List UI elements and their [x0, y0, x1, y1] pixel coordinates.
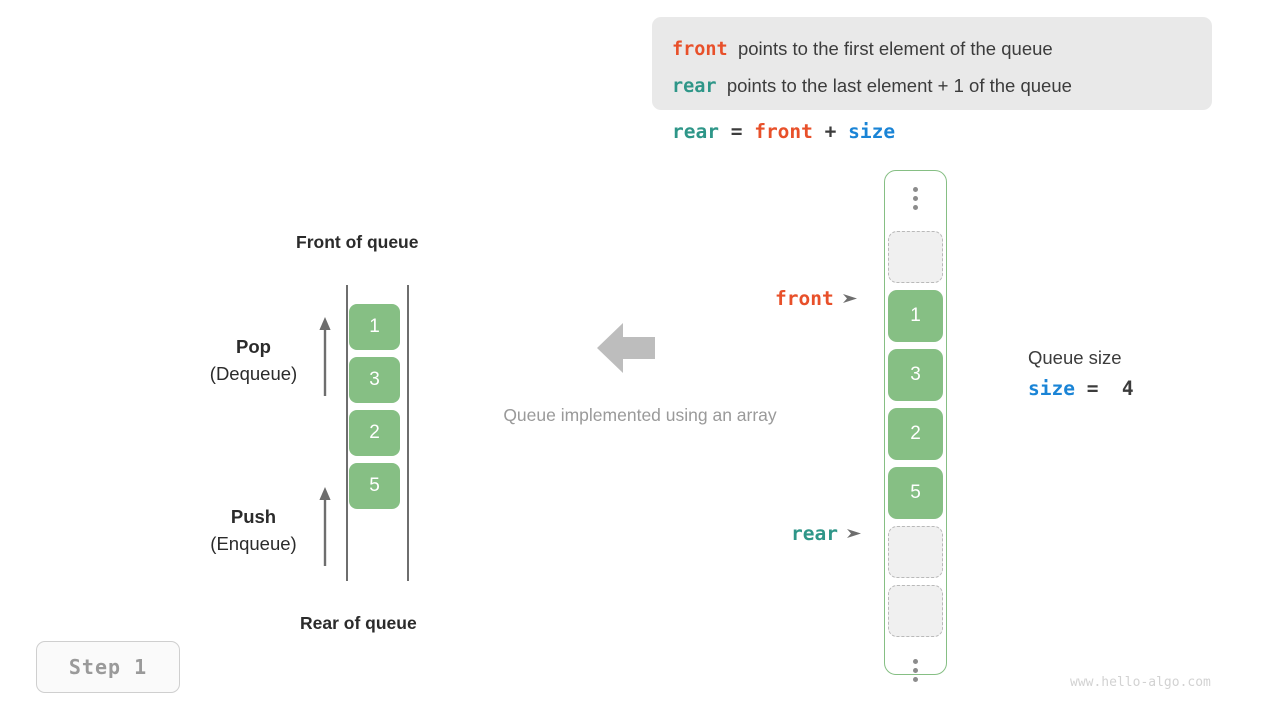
vertical-ellipsis-icon — [913, 186, 918, 210]
array-ellipsis-bottom — [888, 644, 943, 696]
push-label: Push (Enqueue) — [193, 503, 314, 557]
queue-size-expression: size = 4 — [1028, 373, 1134, 405]
array-slot-empty — [888, 526, 943, 578]
left-queue-cell: 3 — [349, 357, 400, 403]
front-pointer: front — [775, 287, 858, 310]
legend-line-rear: rear points to the last element + 1 of t… — [672, 68, 1212, 105]
formula-front: front — [754, 120, 813, 143]
queue-size-name: size — [1028, 377, 1075, 400]
left-arrow-icon — [597, 323, 655, 373]
queue-size-info: Queue size size = 4 — [1028, 343, 1134, 405]
array-container — [884, 170, 947, 675]
array-slot-filled: 1 — [888, 290, 943, 342]
pointer-arrow-icon — [846, 529, 861, 538]
push-label-sub: (Enqueue) — [210, 533, 297, 554]
left-queue-cell: 1 — [349, 304, 400, 350]
rear-pointer-label: rear — [791, 522, 838, 545]
formula-equals: = — [718, 120, 755, 143]
push-up-arrow-icon — [319, 487, 331, 566]
pop-label-sub: (Dequeue) — [209, 363, 298, 384]
queue-rail-left — [346, 285, 348, 581]
pop-up-arrow-icon — [319, 317, 331, 396]
array-cells: 1 3 2 5 — [888, 172, 943, 703]
queue-rail-right — [407, 285, 409, 581]
formula-rear-equals-front-plus-size: rear = front + size — [672, 120, 895, 143]
legend-box: front points to the first element of the… — [652, 17, 1212, 110]
formula-size: size — [848, 120, 896, 143]
center-caption: Queue implemented using an array — [503, 405, 777, 425]
queue-size-value: = 4 — [1074, 377, 1134, 400]
formula-plus: + — [812, 120, 849, 143]
watermark: www.hello-algo.com — [1070, 675, 1211, 690]
legend-line-front: front points to the first element of the… — [672, 31, 1212, 68]
push-label-main: Push — [230, 506, 277, 527]
legend-text-front: points to the first element of the queue — [737, 38, 1053, 59]
rear-pointer: rear — [791, 522, 862, 545]
rear-of-queue-label: Rear of queue — [300, 613, 417, 633]
legend-keyword-rear: rear — [672, 76, 717, 97]
array-slot-filled: 3 — [888, 349, 943, 401]
pointer-arrow-icon — [842, 294, 857, 303]
formula-rear: rear — [672, 120, 719, 143]
array-slot-empty — [888, 585, 943, 637]
front-pointer-label: front — [775, 287, 834, 310]
vertical-ellipsis-icon — [913, 658, 918, 682]
array-ellipsis-top — [888, 172, 943, 224]
step-badge: Step 1 — [36, 641, 180, 693]
array-slot-filled: 5 — [888, 467, 943, 519]
legend-keyword-front: front — [672, 39, 728, 60]
array-slot-empty — [888, 231, 943, 283]
pop-label: Pop (Dequeue) — [193, 333, 314, 387]
queue-size-title: Queue size — [1028, 347, 1122, 368]
array-slot-filled: 2 — [888, 408, 943, 460]
pop-label-main: Pop — [236, 336, 271, 357]
left-queue-cell: 5 — [349, 463, 400, 509]
left-queue-cells: 1 3 2 5 — [349, 304, 400, 516]
legend-text-rear: points to the last element + 1 of the qu… — [726, 75, 1072, 96]
front-of-queue-label: Front of queue — [296, 232, 419, 252]
left-queue-cell: 2 — [349, 410, 400, 456]
